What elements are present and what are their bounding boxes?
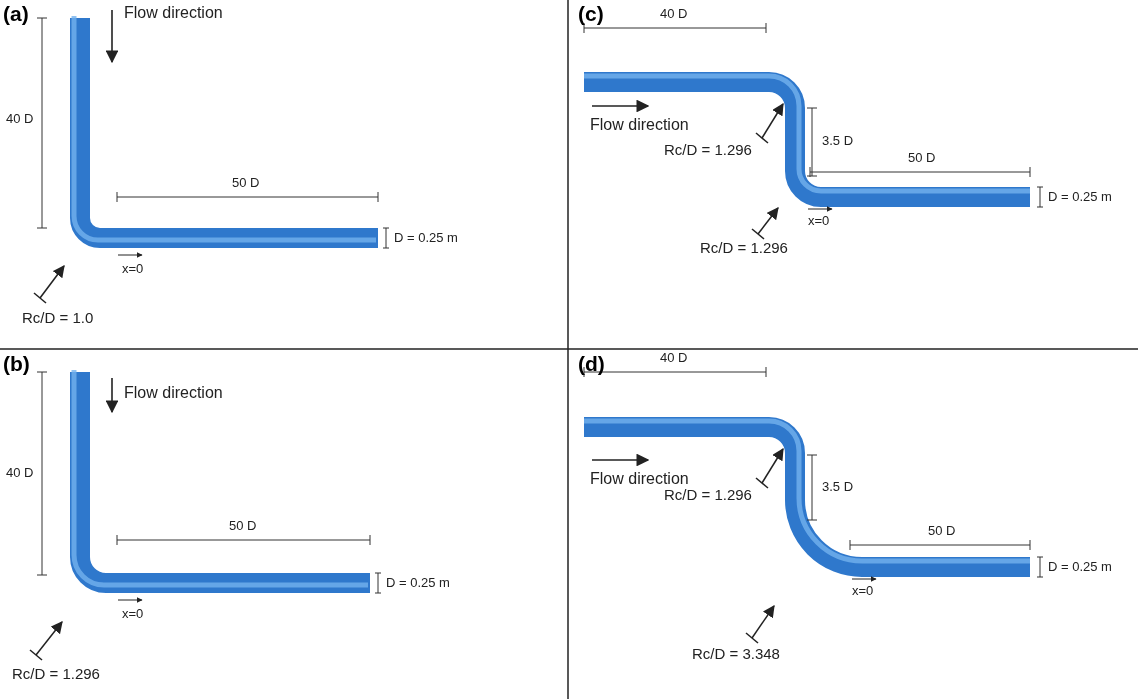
dimension-label: 40 D [6,112,33,126]
dimension-label: 50 D [232,176,259,190]
axis-label: x=0 [808,214,829,228]
axis-arrow [118,209,876,600]
dimension-label: 3.5 D [822,134,853,148]
radius-label: Rc/D = 1.296 [664,487,752,504]
dimension-label: 3.5 D [822,480,853,494]
radius-label: Rc/D = 1.296 [12,666,100,683]
dimension-label: 50 D [229,519,256,533]
axis-label: x=0 [122,607,143,621]
pipe [74,16,1030,585]
flow-label: Flow direction [124,384,223,402]
dimension-label: 40 D [660,351,687,365]
dimension-label: D = 0.25 m [1048,190,1112,204]
panel-letter: (b) [3,352,30,375]
dimension-label: D = 0.25 m [386,576,450,590]
flow-label: Flow direction [590,470,689,488]
dimension-label: 50 D [928,524,955,538]
dimension-label: D = 0.25 m [1048,560,1112,574]
dimension-label: 40 D [6,466,33,480]
axis-label: x=0 [122,262,143,276]
dimension-label: 40 D [660,7,687,21]
flow-label: Flow direction [590,116,689,134]
dimension-line [37,18,1043,593]
flow-arrow [112,10,648,460]
dimension-label: D = 0.25 m [394,231,458,245]
radius-label: Rc/D = 1.0 [22,310,93,327]
radius-label: Rc/D = 3.348 [692,646,780,663]
panel-letter: (d) [578,352,605,375]
radius-label: Rc/D = 1.296 [700,240,788,257]
radius-label: Rc/D = 1.296 [664,142,752,159]
flow-label: Flow direction [124,4,223,22]
panel-letter: (c) [578,2,604,25]
leader-line [30,104,783,660]
dimension-label: 50 D [908,151,935,165]
panel-letter: (a) [3,2,29,25]
axis-label: x=0 [852,584,873,598]
